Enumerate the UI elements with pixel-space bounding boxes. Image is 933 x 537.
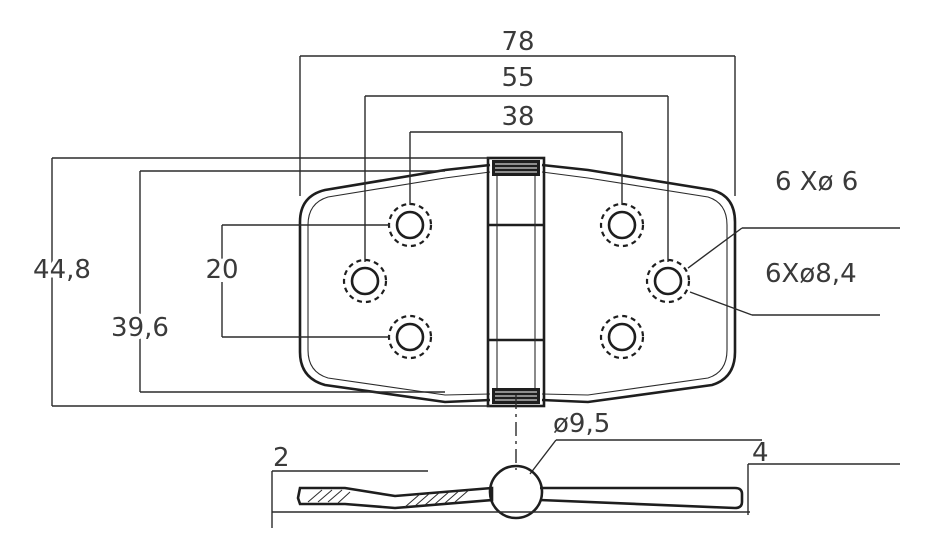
hinge-side-view: ø9,5 4 2 bbox=[271, 409, 900, 528]
hole-left-bottom bbox=[387, 314, 433, 360]
knuckle bbox=[486, 156, 546, 408]
dim-outer-hole-spacing: 55 bbox=[501, 63, 534, 93]
hole-right-bottom bbox=[599, 314, 645, 360]
top-dimensions: 78 55 38 bbox=[299, 27, 736, 262]
hole-right-top bbox=[599, 202, 645, 248]
dim-overall-length: 78 bbox=[501, 27, 534, 57]
hinge-inner-outline bbox=[307, 171, 728, 396]
left-dimensions: 44,8 39,6 20 bbox=[29, 157, 490, 407]
dim-overall-width: 44,8 bbox=[33, 255, 91, 285]
dim-leaf-width: 39,6 bbox=[111, 313, 169, 343]
hole-callouts: 6 Xø 6 6Xø8,4 bbox=[687, 167, 900, 316]
callout-countersink: 6Xø8,4 bbox=[765, 259, 857, 289]
dim-knuckle-height: 4 bbox=[752, 438, 769, 468]
hole-right-middle bbox=[645, 258, 691, 304]
dim-leaf-thickness: 2 bbox=[273, 443, 290, 473]
dim-pin-diameter: ø9,5 bbox=[553, 409, 610, 439]
dim-inner-hole-spacing: 38 bbox=[501, 102, 534, 132]
dim-hole-pitch: 20 bbox=[205, 255, 238, 285]
pin-section bbox=[488, 464, 544, 520]
hinge-outline bbox=[298, 163, 737, 404]
screw-holes bbox=[342, 202, 691, 360]
callout-small-holes: 6 Xø 6 bbox=[775, 167, 858, 197]
hole-left-middle bbox=[342, 258, 388, 304]
hole-left-top bbox=[387, 202, 433, 248]
